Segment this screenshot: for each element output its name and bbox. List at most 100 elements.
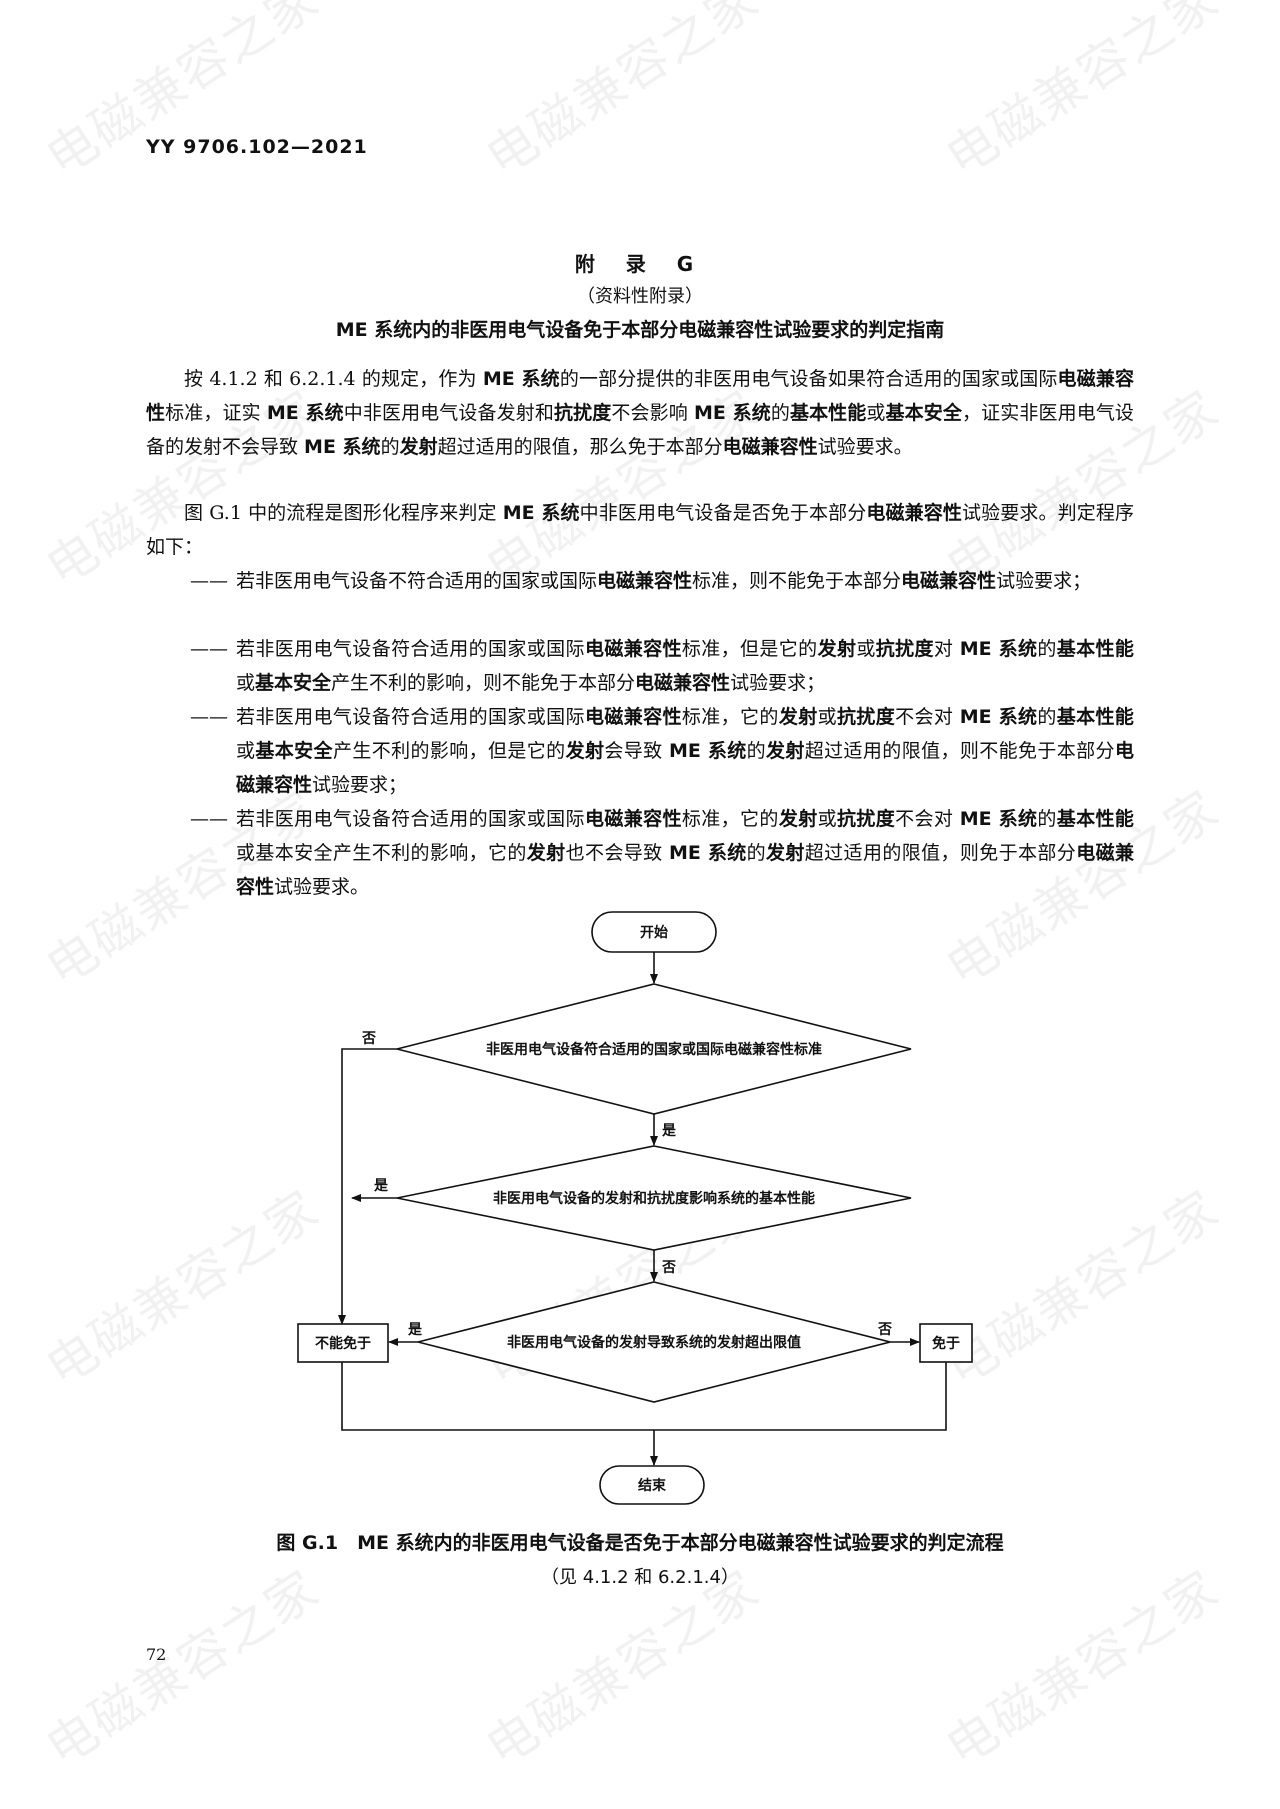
- text-run: 的: [746, 842, 766, 864]
- text-run: 或: [856, 638, 876, 660]
- text-run: 试验要求；: [730, 672, 826, 694]
- text-run: 不会对: [895, 706, 960, 728]
- text-run: 若非医用电气设备符合适用的国家或国际: [236, 808, 585, 830]
- text-run: 若非医用电气设备符合适用的国家或国际: [236, 706, 585, 728]
- exempt-box: [919, 1323, 973, 1363]
- figure-reference: （见 4.1.2 和 6.2.1.4）: [541, 1567, 739, 1588]
- defined-term: 抗扰度: [875, 638, 934, 660]
- text-run: 也不会导致: [565, 842, 669, 864]
- defined-term: 基本安全: [255, 740, 333, 762]
- text-run: 超过适用的限值，则不能免于本部分: [804, 740, 1115, 762]
- defined-term: 发射: [765, 740, 805, 762]
- text-run: 超过适用的限值，则免于本部分: [804, 842, 1077, 864]
- decision-3-label: 非医用电气设备的发射导致系统的发射超出限值: [507, 1334, 801, 1351]
- list-dash: ——: [190, 570, 228, 592]
- text-run: 中非医用电气设备是否免于本部分: [579, 502, 867, 524]
- defined-term: 电磁兼容性: [584, 808, 682, 830]
- defined-term: 发射: [565, 740, 605, 762]
- appendix-type: （资料性附录）: [577, 286, 703, 307]
- text-run: 标准，但是它的: [681, 638, 818, 660]
- end-label: 结束: [638, 1477, 667, 1494]
- text-run: 会导致: [604, 740, 669, 762]
- defined-term: 电磁兼容性: [236, 740, 1134, 796]
- page-number: 72: [146, 1645, 167, 1664]
- defined-term: ME 系统: [693, 402, 771, 424]
- defined-term: 发射: [778, 706, 818, 728]
- branch-label-no: 否: [661, 1260, 676, 1276]
- appendix-heading: ME 系统内的非医用电气设备免于本部分电磁兼容性试验要求的判定指南: [335, 319, 945, 341]
- defined-term: 发射: [399, 436, 438, 458]
- text-run: 或基本安全产生不利的影响，它的: [236, 842, 527, 864]
- figure-caption: 图 G.1 ME 系统内的非医用电气设备是否免于本部分电磁兼容性试验要求的判定流…: [276, 1532, 1004, 1554]
- start-label: 开始: [640, 924, 668, 941]
- defined-term: ME 系统: [668, 842, 747, 864]
- list-item: 若非医用电气设备符合适用的国家或国际电磁兼容性标准，但是它的发射或抗扰度对 ME…: [236, 632, 1134, 700]
- defined-term: 基本性能: [1056, 638, 1134, 660]
- list-dash: ——: [190, 706, 228, 728]
- list-item: 若非医用电气设备符合适用的国家或国际电磁兼容性标准，它的发射或抗扰度不会对 ME…: [236, 700, 1134, 802]
- text-run: 图 G.1 中的流程是图形化程序来判定: [184, 502, 503, 524]
- text-run: 的: [380, 436, 400, 458]
- not-exempt-label: 不能免于: [315, 1335, 371, 1352]
- text-run: 超过适用的限值，那么免于本部分: [437, 436, 723, 458]
- text-run: 试验要求；: [312, 774, 408, 796]
- decision-2-label: 非医用电气设备的发射和抗扰度影响系统的基本性能: [493, 1190, 815, 1207]
- branch-label-yes: 是: [662, 1123, 677, 1139]
- defined-term: 电磁兼容性: [722, 436, 818, 458]
- text-run: 试验要求。判定程序如下：: [146, 502, 1134, 558]
- end-terminator: [599, 1465, 705, 1505]
- text-run: 不会对: [895, 808, 960, 830]
- defined-term: ME 系统: [959, 808, 1038, 830]
- defined-term: 电磁兼容性: [584, 706, 682, 728]
- text-run: 标准，则不能免于本部分: [692, 570, 902, 592]
- text-run: 中非医用电气设备发射和: [343, 402, 554, 424]
- paragraph-1: 按 4.1.2 和 6.2.1.4 的规定，作为 ME 系统的一部分提供的非医用…: [146, 362, 1134, 464]
- branch-label-yes: 是: [408, 1322, 423, 1338]
- text-run: 试验要求。: [274, 876, 370, 898]
- text-run: 试验要求；: [996, 570, 1092, 592]
- text-run: 或: [236, 672, 256, 694]
- defined-term: 电磁兼容性: [635, 672, 731, 694]
- list-item: 若非医用电气设备不符合适用的国家或国际电磁兼容性标准，则不能免于本部分电磁兼容性…: [236, 564, 1134, 598]
- defined-term: 电磁兼容性: [597, 570, 693, 592]
- defined-term: 电磁兼容性: [866, 502, 962, 524]
- defined-term: ME 系统: [502, 502, 580, 524]
- text-run: 试验要求。: [817, 436, 913, 458]
- text-run: 的: [1037, 808, 1057, 830]
- text-run: 对: [933, 638, 960, 660]
- defined-term: 发射: [778, 808, 818, 830]
- defined-term: 基本性能: [789, 402, 867, 424]
- defined-term: ME 系统: [482, 368, 560, 390]
- document-number: YY 9706.102—2021: [146, 136, 368, 158]
- appendix-title: 附 录 G: [574, 252, 706, 276]
- defined-term: ME 系统: [959, 638, 1038, 660]
- text-run: 的: [1037, 638, 1057, 660]
- branch-label-no: 否: [877, 1322, 892, 1338]
- defined-term: 基本安全: [885, 402, 963, 424]
- defined-term: 抗扰度: [836, 706, 896, 728]
- branch-label-yes: 是: [374, 1178, 389, 1194]
- text-run: 若非医用电气设备不符合适用的国家或国际: [236, 570, 598, 592]
- defined-term: 电磁兼容性: [901, 570, 997, 592]
- defined-term: 基本性能: [1056, 706, 1134, 728]
- defined-term: 基本性能: [1056, 808, 1134, 830]
- defined-term: 抗扰度: [553, 402, 612, 424]
- text-run: 若非医用电气设备符合适用的国家或国际: [236, 638, 585, 660]
- defined-term: ME 系统: [959, 706, 1038, 728]
- list-item: 若非医用电气设备符合适用的国家或国际电磁兼容性标准，它的发射或抗扰度不会对 ME…: [236, 802, 1134, 904]
- defined-term: 电磁兼容性: [584, 638, 682, 660]
- exempt-label: 免于: [932, 1335, 960, 1352]
- text-run: 按 4.1.2 和 6.2.1.4 的规定，作为: [184, 368, 483, 390]
- text-run: 标准，它的: [681, 808, 779, 830]
- text-run: 标准，它的: [681, 706, 779, 728]
- text-run: 标准，证实: [165, 402, 267, 424]
- defined-term: 发射: [526, 842, 566, 864]
- defined-term: ME 系统: [668, 740, 747, 762]
- decision-3-diamond: [417, 1281, 891, 1403]
- text-run: 的: [770, 402, 790, 424]
- decision-1-label: 非医用电气设备符合适用的国家或国际电磁兼容性标准: [486, 1041, 822, 1058]
- text-run: 产生不利的影响，则不能免于本部分: [331, 672, 636, 694]
- defined-term: 电磁兼容性: [236, 842, 1134, 898]
- not-exempt-box: [297, 1323, 389, 1363]
